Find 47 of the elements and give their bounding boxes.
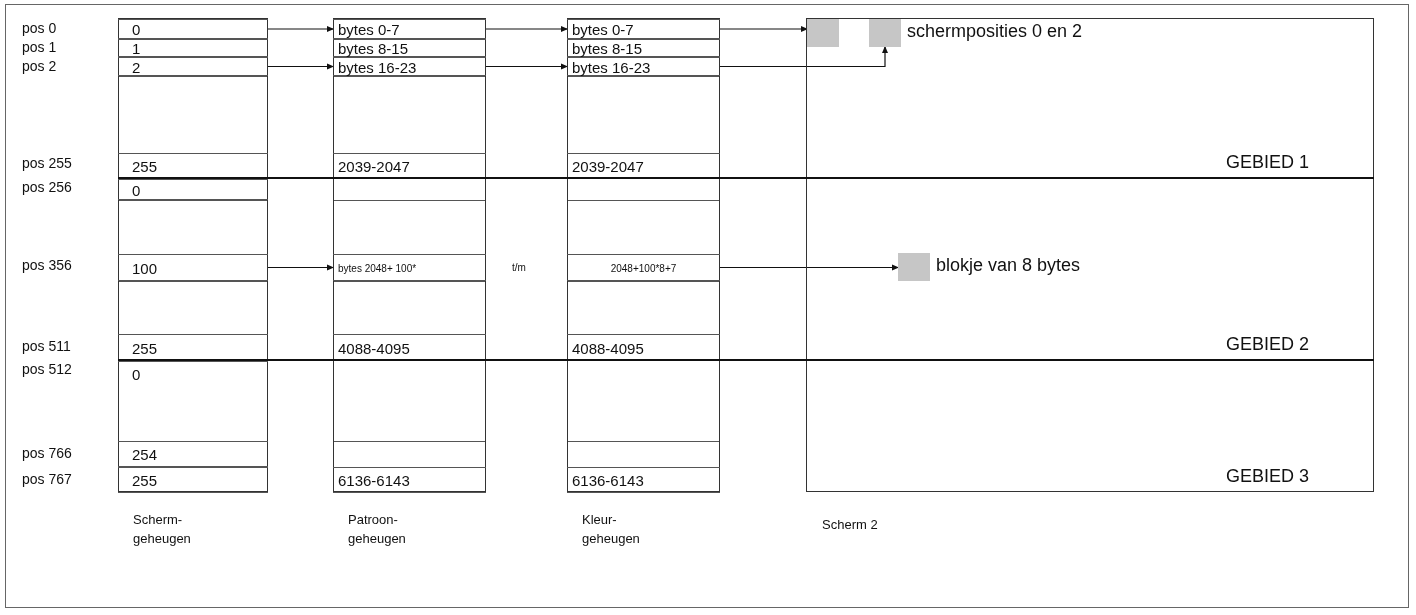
arrow <box>266 63 335 70</box>
range-text: t/m <box>512 262 526 273</box>
row-position-label: pos 255 <box>22 154 72 171</box>
byte-range-label: 6136-6143 <box>333 467 486 493</box>
position-number: 100 <box>118 254 268 281</box>
arrow <box>266 26 335 32</box>
pixel-block <box>807 19 839 47</box>
byte-range-label: bytes 2048+ 100* <box>333 254 486 281</box>
position-number: 1 <box>118 39 268 57</box>
byte-range-label: 2048+100*8+7 <box>567 254 720 281</box>
arrow <box>484 26 569 32</box>
row-position-label: pos 767 <box>22 470 72 487</box>
pixel-block <box>898 253 930 281</box>
arrow <box>484 63 569 70</box>
column-caption: Kleur- geheugen <box>582 511 641 548</box>
byte-range-label: bytes 0-7 <box>333 19 486 39</box>
column-caption: Patroon- geheugen <box>348 511 407 548</box>
row-position-label: pos 1 <box>22 38 57 55</box>
region-label: GEBIED 1 <box>1225 152 1309 173</box>
position-number: 0 <box>118 19 268 39</box>
row-position-label: pos 766 <box>22 444 72 461</box>
arrow <box>718 264 900 271</box>
screen-caption: Scherm 2 <box>822 517 878 532</box>
byte-range-label: bytes 0-7 <box>567 19 720 39</box>
block-caption: schermposities 0 en 2 <box>907 21 1083 42</box>
position-number: 255 <box>118 467 268 493</box>
byte-range-label: bytes 16-23 <box>333 57 486 76</box>
pixel-block <box>869 19 901 47</box>
byte-range-label: bytes 8-15 <box>333 39 486 57</box>
row-position-label: pos 512 <box>22 360 72 377</box>
row-position-label: pos 511 <box>22 337 71 354</box>
row-position-label: pos 2 <box>22 57 57 74</box>
region-label: GEBIED 2 <box>1225 334 1309 355</box>
position-number: 254 <box>118 441 268 467</box>
column-caption: Scherm- geheugen <box>133 511 192 548</box>
row-position-label: pos 356 <box>22 256 72 273</box>
arrow <box>266 264 335 271</box>
row-position-label: pos 0 <box>22 19 57 36</box>
byte-range-label: bytes 8-15 <box>567 39 720 57</box>
region-label: GEBIED 3 <box>1225 466 1309 487</box>
row-position-label: pos 256 <box>22 178 72 195</box>
byte-range-label: 6136-6143 <box>567 467 720 493</box>
arrow <box>718 26 809 32</box>
byte-range-label: bytes 16-23 <box>567 57 720 76</box>
arrow <box>718 45 888 68</box>
block-caption: blokje van 8 bytes <box>936 255 1081 276</box>
position-number: 2 <box>118 57 268 76</box>
